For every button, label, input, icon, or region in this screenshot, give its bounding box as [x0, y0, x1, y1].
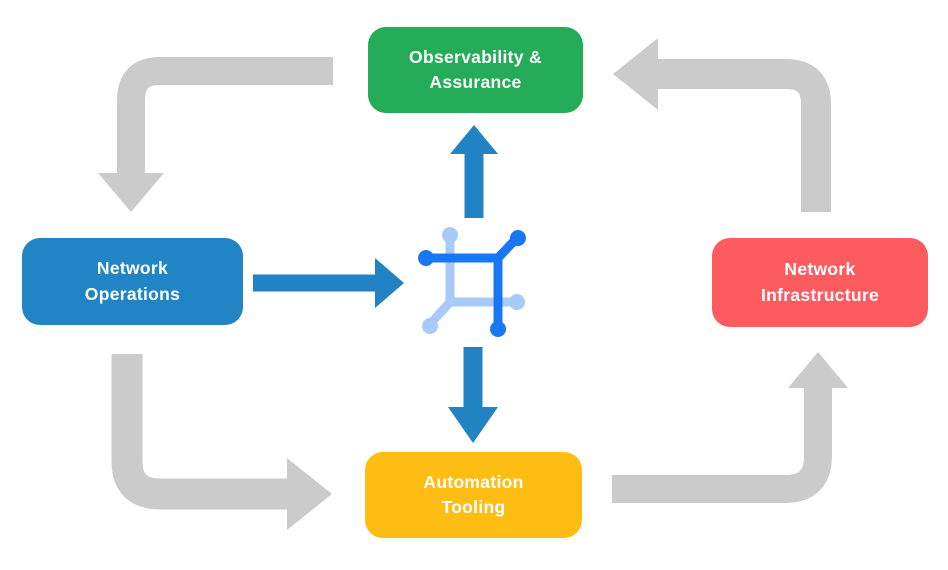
node-observability-label: Observability & Assurance [409, 46, 542, 92]
arrow-operations-to-automation [111, 354, 288, 510]
node-network-infrastructure: Network Infrastructure [712, 238, 928, 327]
arrow-infrastructure-to-observability [658, 59, 831, 212]
arrowhead-down-blue-icon [448, 407, 498, 443]
icon-dark-node-left [418, 250, 434, 266]
node-automation-tooling: Automation Tooling [365, 452, 582, 538]
icon-dark-node-bottom [490, 321, 506, 337]
icon-dark-node-topright [510, 230, 526, 246]
icon-light-node-right [509, 294, 525, 310]
arrow-automation-to-infrastructure [612, 388, 832, 503]
gray-cycle-arrows [98, 38, 848, 530]
arrowhead-right-blue-icon [375, 258, 404, 308]
arrowhead-up-blue-icon [450, 125, 498, 154]
network-fabric-icon [418, 227, 526, 337]
arrowhead-down-icon [98, 173, 164, 212]
icon-light-diagonal-line [427, 297, 455, 327]
arrow-observability-to-operations [117, 57, 333, 175]
arrowhead-left-icon [613, 38, 658, 110]
node-automation-label: Automation Tooling [423, 471, 524, 517]
node-operations-label: Network Operations [84, 258, 181, 304]
icon-light-node-top [442, 227, 458, 243]
arrowhead-up-icon [788, 352, 848, 388]
blue-center-arrows [253, 125, 498, 443]
icon-light-node-bottomleft [422, 318, 438, 334]
node-observability-assurance: Observability & Assurance [368, 27, 583, 113]
node-network-operations: Network Operations [22, 238, 243, 325]
node-infrastructure-label: Network Infrastructure [761, 259, 879, 305]
arrowhead-right-icon [287, 458, 332, 530]
